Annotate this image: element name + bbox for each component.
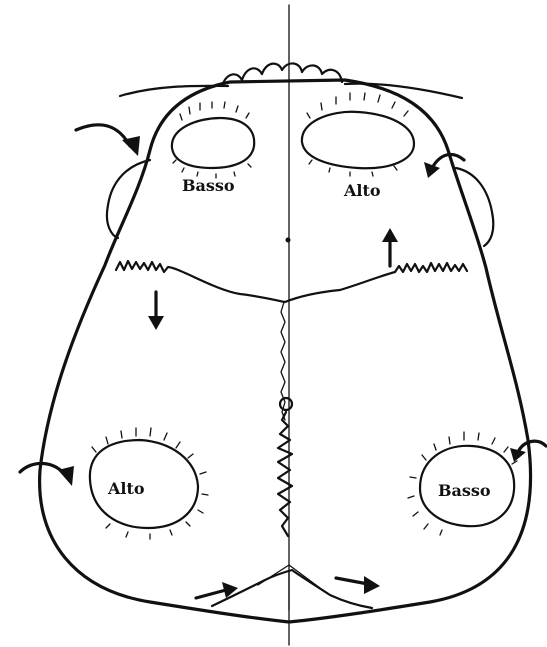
vertex-point (280, 398, 292, 410)
left-frontal-boss-outline (172, 118, 254, 168)
arrow-down-left (148, 292, 164, 330)
label-frontal-right: Alto (343, 181, 381, 200)
lambdoid-sagittal-zigzag (278, 412, 292, 536)
skull-outline (40, 80, 531, 622)
arrow-bottom-right-right (336, 576, 380, 594)
curved-arrow-upper-right (424, 154, 464, 178)
curved-arrow-lower-left (20, 463, 74, 486)
label-occipital-left: Alto (107, 479, 145, 498)
left-frontal-boss-hatching (173, 102, 251, 178)
occipital-midline-lines (258, 565, 320, 610)
brow-right-arc (345, 84, 462, 98)
label-occipital-right: Basso (438, 481, 491, 500)
right-frontal-boss-outline (302, 112, 414, 168)
arrow-up-right (382, 228, 398, 266)
label-frontal-left: Basso (182, 176, 235, 195)
coronal-suture (116, 261, 467, 302)
midline-dot (286, 238, 291, 243)
sagittal-suture (281, 302, 285, 420)
curved-arrow-upper-left (76, 125, 140, 156)
